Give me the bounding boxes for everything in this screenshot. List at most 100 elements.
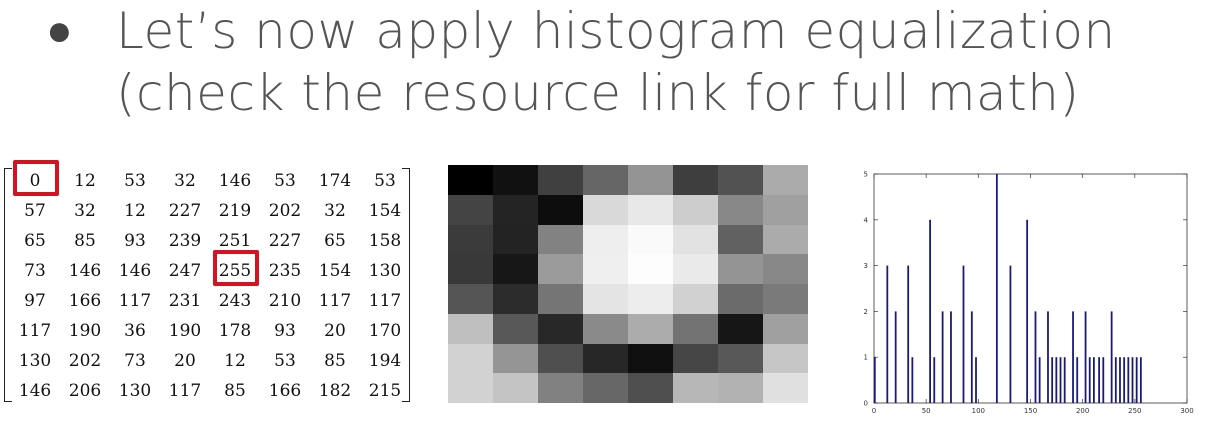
title-line-1: Let’s now apply histogram equalization: [116, 2, 1116, 60]
image-pixel: [583, 194, 628, 225]
y-tick-label: 4: [864, 216, 869, 224]
image-pixel: [718, 284, 763, 314]
matrix-cell: 202: [68, 351, 102, 371]
matrix-cell: 130: [18, 351, 52, 371]
histogram-bar: [941, 311, 944, 403]
matrix-cell: 53: [274, 351, 296, 371]
matrix-cell: 12: [74, 171, 96, 191]
matrix-cell: 73: [124, 351, 146, 371]
histogram-bar: [1093, 357, 1095, 403]
grayscale-image: [448, 165, 808, 403]
image-pixel: [538, 373, 583, 403]
matrix-cell: 117: [368, 291, 402, 311]
histogram-bar: [1123, 357, 1126, 403]
matrix-cell: 97: [24, 291, 46, 311]
image-pixel: [448, 194, 493, 225]
matrix-cell: 32: [74, 201, 96, 221]
image-pixel: [763, 313, 808, 344]
image-pixel: [628, 343, 673, 374]
image-pixel: [493, 165, 538, 195]
image-pixel: [718, 373, 763, 403]
image-pixel: [763, 284, 808, 314]
histogram-bar: [907, 265, 910, 403]
histogram-bar: [1063, 357, 1066, 403]
matrix-cell: 210: [268, 291, 302, 311]
y-tick-label: 5: [864, 171, 868, 179]
image-pixel: [538, 194, 583, 225]
image-pixel: [718, 194, 763, 225]
histogram-bar: [1076, 357, 1079, 403]
matrix-cell: 251: [218, 231, 252, 251]
matrix-cell: 202: [268, 201, 302, 221]
matrix-cell: 36: [124, 321, 146, 341]
matrix-cell: 255: [218, 261, 252, 281]
image-pixel: [673, 224, 718, 255]
matrix-cell: 166: [68, 291, 102, 311]
image-pixel: [628, 313, 673, 344]
image-pixel: [628, 165, 673, 195]
matrix-cell: 20: [174, 351, 196, 371]
image-pixel: [718, 343, 763, 374]
image-pixel: [538, 343, 583, 374]
matrix-cell: 178: [218, 321, 252, 341]
histogram-bar: [886, 265, 889, 403]
matrix-cell: 231: [168, 291, 202, 311]
image-pixel: [673, 373, 718, 403]
image-pixel: [583, 313, 628, 344]
image-pixel: [628, 194, 673, 225]
image-pixel: [493, 194, 538, 225]
image-pixel: [763, 165, 808, 195]
matrix-cell: 146: [118, 261, 152, 281]
x-tick-label: 0: [872, 407, 876, 415]
y-tick-label: 0: [864, 400, 868, 408]
image-pixel: [583, 343, 628, 374]
image-pixel: [628, 284, 673, 314]
image-pixel: [493, 224, 538, 255]
histogram-bar: [962, 265, 965, 403]
matrix-cell: 53: [124, 171, 146, 191]
matrix-cell: 12: [224, 351, 246, 371]
image-pixel: [673, 313, 718, 344]
image-pixel: [448, 343, 493, 374]
histogram-bar: [1114, 357, 1117, 403]
x-tick-label: 250: [1128, 407, 1141, 415]
image-pixel: [583, 224, 628, 255]
image-pixel: [583, 373, 628, 403]
image-pixel: [493, 313, 538, 344]
image-pixel: [673, 194, 718, 225]
histogram-bar: [1131, 357, 1134, 403]
histogram-bar: [1047, 311, 1049, 403]
image-pixel: [673, 343, 718, 374]
matrix-cell: 117: [118, 291, 152, 311]
matrix-cell: 170: [368, 321, 402, 341]
highlight-box: [213, 250, 259, 286]
matrix-cell: 154: [318, 261, 352, 281]
image-pixel: [673, 165, 718, 195]
histogram-bar: [1110, 311, 1113, 403]
image-pixel: [448, 165, 493, 195]
matrix-cell: 12: [124, 201, 146, 221]
matrix-left-bracket: [4, 168, 12, 402]
y-tick-label: 3: [864, 262, 868, 270]
image-pixel: [448, 373, 493, 403]
histogram-bar: [1084, 311, 1087, 403]
x-tick-label: 50: [922, 407, 931, 415]
image-pixel: [538, 284, 583, 314]
matrix-cell: 166: [268, 381, 302, 401]
histogram-bar: [975, 357, 977, 403]
histogram-bar: [970, 311, 973, 403]
image-pixel: [538, 313, 583, 344]
matrix-cell: 85: [324, 351, 346, 371]
matrix-cell: 146: [218, 171, 252, 191]
matrix-cell: 146: [68, 261, 102, 281]
matrix-cell: 227: [268, 231, 302, 251]
histogram-bar: [933, 357, 936, 403]
histogram-bar: [1034, 311, 1037, 403]
matrix-cell: 117: [18, 321, 52, 341]
matrix-cell: 227: [168, 201, 202, 221]
